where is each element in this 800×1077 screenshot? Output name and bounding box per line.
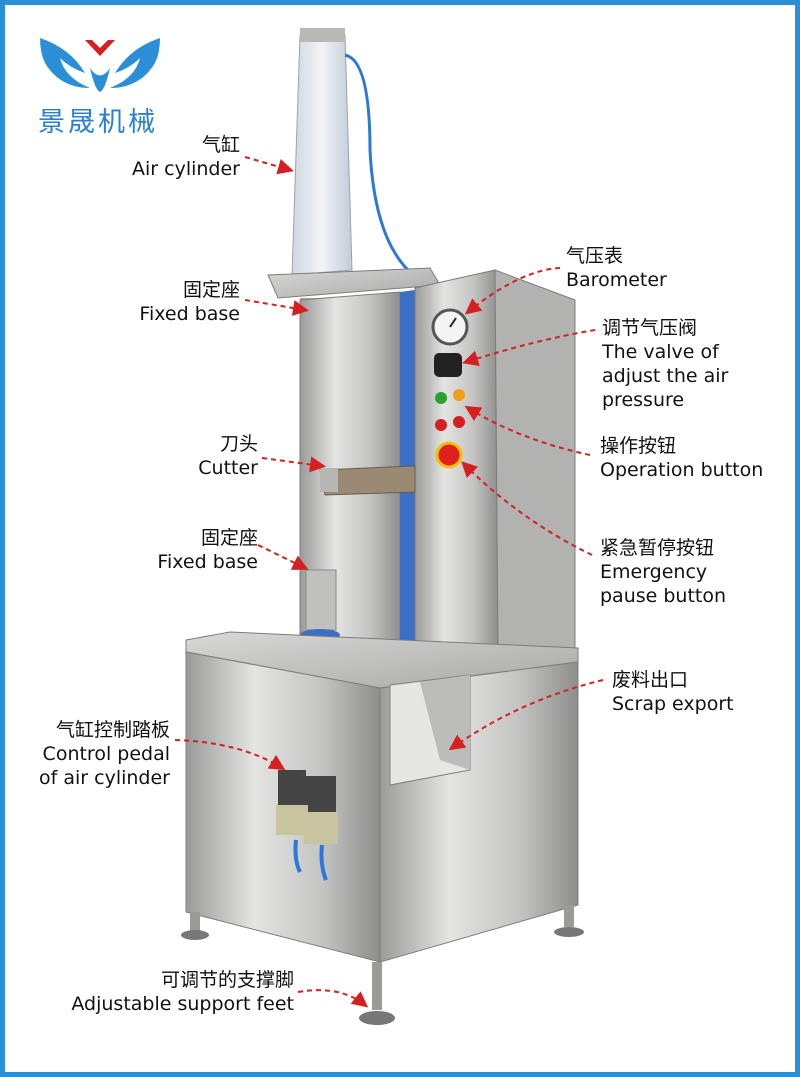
callout-cutter: 刀头 Cutter: [198, 433, 258, 479]
pedals: [276, 770, 338, 881]
callout-support-feet: 可调节的支撑脚 Adjustable support feet: [71, 969, 294, 1015]
callout-air-cylinder: 气缸 Air cylinder: [132, 134, 240, 180]
brand-name: 景晟机械: [38, 107, 158, 138]
control-panel: [431, 308, 469, 469]
callout-pressure-valve: 调节气压阀 The valve of adjust the air pressu…: [602, 317, 729, 411]
callout-control-pedal: 气缸控制踏板 Control pedal of air cylinder: [39, 719, 170, 789]
support-feet: [181, 905, 584, 1025]
callout-barometer: 气压表 Barometer: [566, 245, 667, 291]
air-cylinder: [291, 28, 421, 282]
brand-logo: [40, 38, 160, 92]
callout-operation-button: 操作按钮 Operation button: [600, 435, 764, 481]
callout-scrap-export: 废料出口 Scrap export: [612, 669, 734, 715]
callout-fixed-base-lower: 固定座 Fixed base: [157, 527, 258, 573]
callout-emergency-button: 紧急暂停按钮 Emergency pause button: [600, 537, 727, 607]
cutter-part: [319, 465, 416, 496]
callout-fixed-base-top: 固定座 Fixed base: [139, 279, 240, 325]
machine-cabinet: [185, 651, 579, 963]
scrap-chute: [389, 674, 471, 786]
callout-arrows: [174, 156, 604, 1008]
